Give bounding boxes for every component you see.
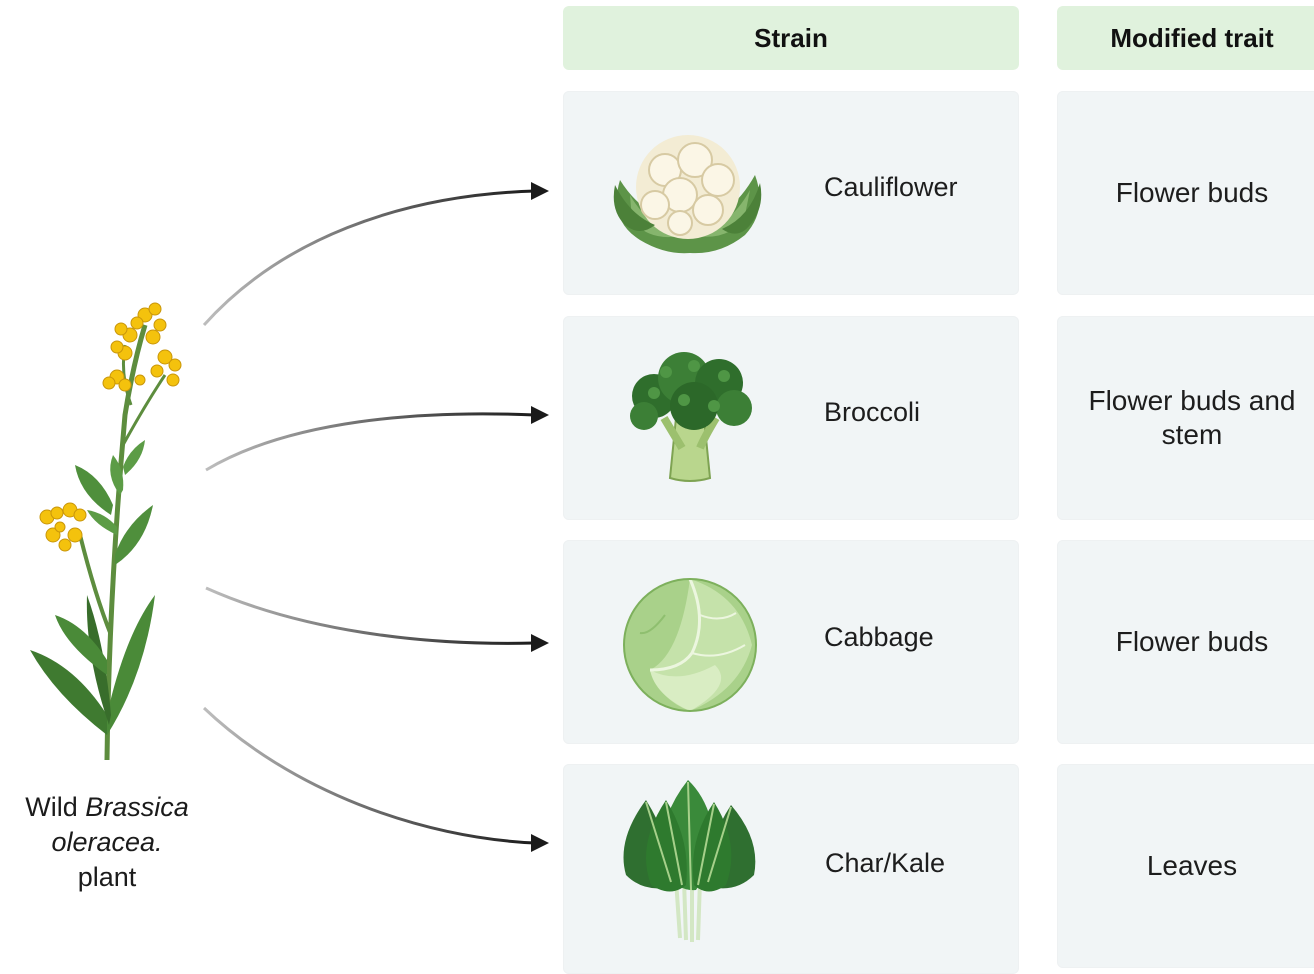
arrowhead <box>531 182 549 200</box>
strain-header: Strain <box>563 6 1019 70</box>
arrowhead <box>531 634 549 652</box>
trait-header: Modified trait <box>1057 6 1314 70</box>
strain-label: Cabbage <box>824 622 934 652</box>
arrow-to-cabbage <box>205 586 536 645</box>
trait-cell-kale: Leaves <box>1057 764 1314 968</box>
cauliflower-icon <box>613 135 762 254</box>
caption-line-1: Wild Brassica <box>0 790 214 825</box>
trait-label: Flower buds <box>1115 626 1269 657</box>
trait-label: Leaves <box>1146 850 1238 881</box>
arrow-to-cauliflower <box>202 189 536 327</box>
trait-label: Flower buds and stem <box>1088 385 1296 450</box>
broccoli-icon <box>630 352 752 482</box>
trait-cell-broccoli: Flower buds and stem <box>1057 316 1314 520</box>
wild-brassica-plant-icon <box>30 302 182 761</box>
cabbage-icon <box>623 578 757 712</box>
trait-header-label: Modified trait <box>1110 22 1274 53</box>
strain-label: Char/Kale <box>825 848 946 878</box>
caption-prefix: Wild <box>25 792 78 822</box>
arrow-to-broccoli <box>205 412 536 472</box>
arrowhead <box>531 406 549 424</box>
arrowhead <box>531 834 549 852</box>
trait-cell-cabbage: Flower buds <box>1057 540 1314 744</box>
wild-plant-caption: Wild Brassica oleracea. plant <box>0 790 214 895</box>
kale-icon <box>623 780 756 942</box>
strain-label: Cauliflower <box>824 172 958 202</box>
strain-label: Broccoli <box>824 397 921 427</box>
trait-label: Flower buds <box>1115 177 1269 208</box>
caption-genus: Brassica <box>85 792 189 822</box>
caption-suffix: plant <box>77 862 137 892</box>
caption-line-2: oleracea. <box>0 825 214 860</box>
trait-cell-cauliflower: Flower buds <box>1057 91 1314 295</box>
strain-header-label: Strain <box>754 22 828 53</box>
arrow-to-kale <box>202 706 536 845</box>
caption-species: oleracea. <box>51 827 163 857</box>
caption-line-3: plant <box>0 860 214 895</box>
